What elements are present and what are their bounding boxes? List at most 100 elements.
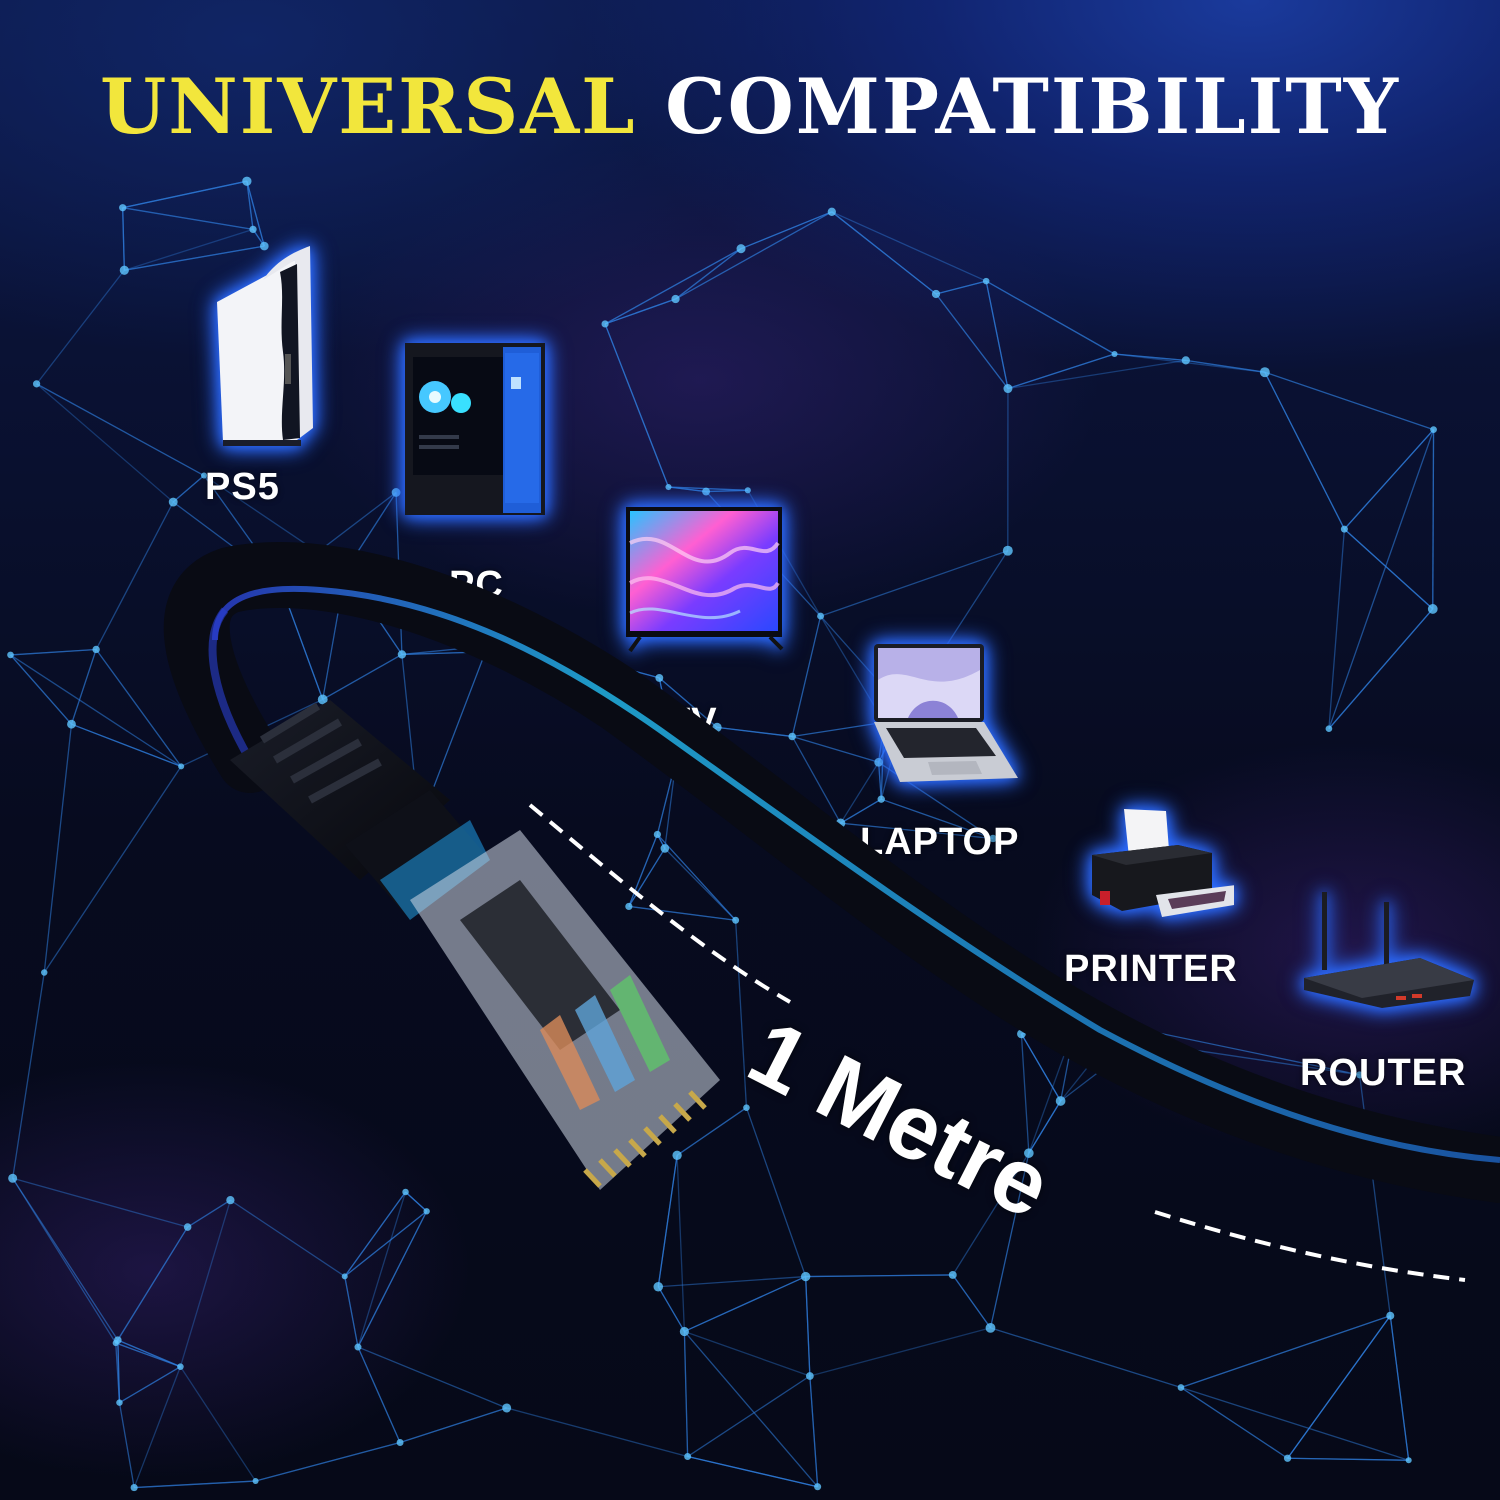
network-link [133, 1366, 182, 1488]
network-link [740, 211, 833, 250]
network-node [625, 902, 633, 911]
printer-icon [1092, 809, 1234, 917]
network-link [1328, 429, 1435, 729]
network-link [124, 245, 265, 271]
network-link [246, 181, 254, 230]
device-label-router: ROUTER [1300, 1052, 1467, 1094]
network-node [702, 487, 711, 496]
network-link [119, 1366, 181, 1404]
network-link [791, 615, 822, 737]
network-node [1325, 725, 1333, 733]
network-link [985, 280, 1009, 389]
network-link [658, 677, 718, 728]
network-link [10, 654, 72, 725]
network-link [117, 1340, 121, 1403]
network-link [124, 228, 254, 271]
network-node [32, 380, 41, 388]
network-link [344, 1210, 428, 1277]
laptop-icon [874, 644, 1018, 782]
network-node [200, 472, 208, 479]
network-link [935, 293, 1009, 389]
network-node [827, 207, 836, 216]
network-node [801, 1271, 811, 1282]
network-link [840, 798, 882, 824]
network-link [657, 1286, 685, 1332]
network-link [43, 766, 182, 973]
network-node [252, 1477, 259, 1485]
network-link [657, 1155, 678, 1287]
network-node [423, 1208, 430, 1215]
network-node [653, 830, 662, 839]
network-node [744, 487, 751, 494]
network-link [187, 1199, 231, 1228]
network-node [67, 719, 76, 729]
network-link [115, 1342, 181, 1368]
network-node [1405, 1457, 1412, 1464]
network-node [397, 650, 407, 659]
network-link [357, 1191, 407, 1348]
network-node [1003, 384, 1013, 394]
network-link [10, 648, 97, 656]
network-link [1343, 429, 1435, 530]
network-link [881, 798, 994, 840]
game-console-icon [217, 246, 313, 446]
network-node [1427, 604, 1438, 614]
network-link [1020, 1033, 1030, 1154]
headline-rest: COMPATIBILITY [665, 62, 1401, 151]
network-link [1114, 353, 1186, 362]
network-link [656, 833, 737, 921]
network-node [177, 1363, 184, 1370]
network-link [740, 211, 833, 250]
network-link [809, 1375, 819, 1487]
network-link [668, 486, 707, 493]
network-link [716, 726, 793, 738]
network-node [402, 1188, 409, 1196]
network-link [1264, 371, 1345, 530]
network-link [805, 1274, 953, 1278]
network-link [809, 1375, 819, 1487]
network-node [672, 1150, 682, 1160]
network-link [1020, 1033, 1062, 1102]
network-link [1114, 353, 1265, 373]
network-link [658, 677, 718, 728]
network-link [1185, 359, 1265, 373]
network-node [665, 483, 672, 491]
device-label-printer: PRINTER [1064, 948, 1238, 990]
network-link [791, 736, 842, 824]
network-link [820, 615, 885, 723]
network-node [502, 1403, 512, 1413]
network-link [809, 1327, 991, 1377]
network-link [399, 1407, 507, 1444]
network-link [179, 1366, 257, 1482]
network-node [226, 1196, 235, 1205]
network-link [675, 248, 742, 300]
network-node [249, 225, 257, 234]
network-link [357, 1210, 428, 1348]
network-node [1002, 545, 1013, 556]
headline: UNIVERSAL COMPATIBILITY [0, 62, 1500, 151]
network-link [1185, 359, 1265, 373]
cable-highlight [212, 585, 1500, 1163]
network-node [736, 244, 746, 254]
network-link [122, 207, 125, 271]
network-link [1287, 1457, 1409, 1461]
network-link [675, 248, 742, 300]
network-node [259, 241, 269, 251]
network-link [122, 207, 254, 231]
network-link [115, 1226, 189, 1344]
network-link [405, 1191, 428, 1212]
network-link [684, 1275, 806, 1333]
network-link [664, 847, 737, 921]
network-link [1007, 353, 1115, 390]
network-link [683, 1331, 689, 1457]
network-link [43, 724, 73, 973]
length-indicator-start [528, 803, 792, 1004]
network-link [840, 761, 880, 824]
network-link [935, 280, 987, 295]
network-link [1389, 1315, 1410, 1461]
network-node [130, 1483, 138, 1492]
network-node [660, 844, 670, 853]
network-node [92, 645, 100, 654]
network-link [115, 1342, 121, 1403]
